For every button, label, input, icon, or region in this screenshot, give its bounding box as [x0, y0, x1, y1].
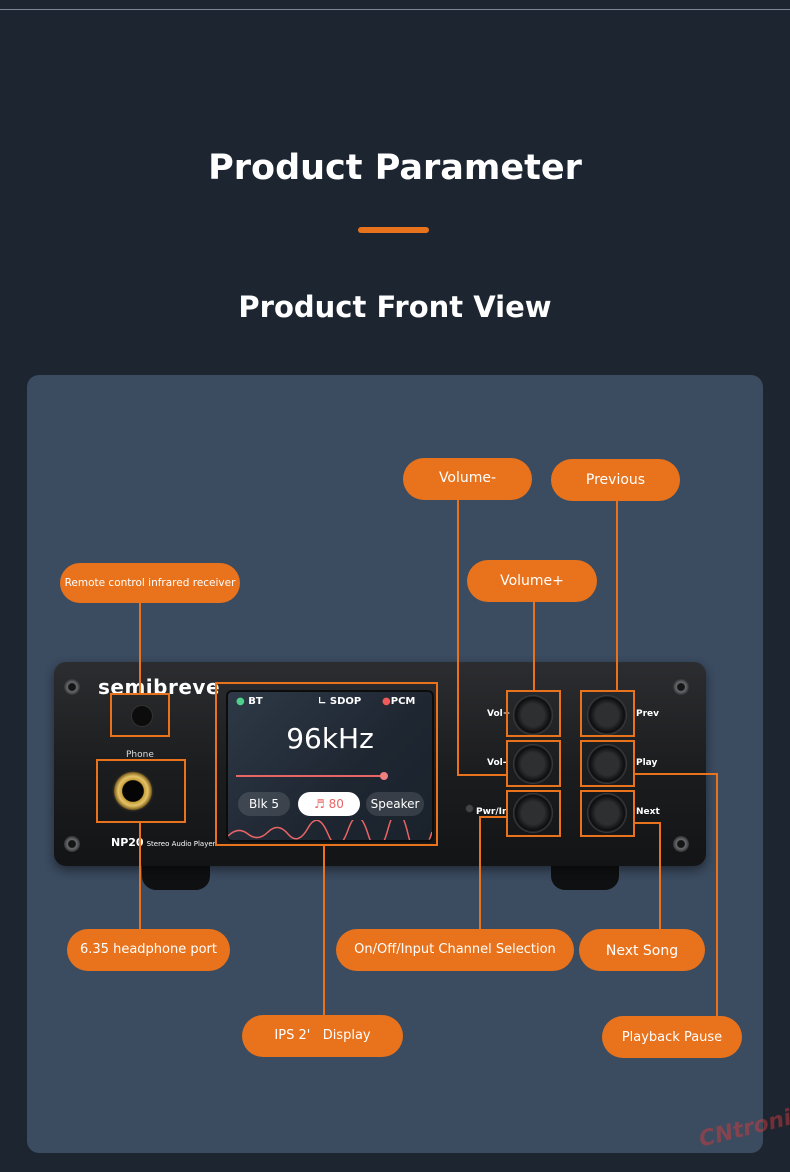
headphone-port-tag: 6.35 headphone port: [67, 929, 230, 971]
screw-icon: [64, 836, 80, 852]
speaker-icon: ♬: [314, 797, 325, 811]
bt-label: BT: [248, 696, 263, 707]
vol-plus-leader-line: [533, 600, 535, 691]
display-leader-line: [323, 845, 325, 1016]
next-highlight: [580, 790, 635, 837]
brand-logo: semibreve: [98, 675, 221, 699]
ir-leader-line: [139, 602, 141, 694]
screw-icon: [64, 679, 80, 695]
ir-receiver-tag: Remote control infrared receiver: [60, 563, 240, 603]
device-foot-right: [551, 862, 619, 890]
volume-pill: ♬ 80: [298, 792, 360, 816]
phone-label: Phone: [126, 750, 154, 760]
headphone-leader-line: [139, 822, 141, 930]
top-divider: [0, 9, 790, 10]
power-led: [465, 804, 474, 813]
prev-highlight: [580, 690, 635, 737]
vol-plus-button[interactable]: [513, 695, 553, 735]
next-leader-line: [659, 822, 661, 930]
pcm-icon: ●: [382, 696, 391, 707]
vol-plus-label: Vol+: [487, 709, 511, 719]
eq-icon: ∟: [318, 696, 327, 707]
device-foot-left: [142, 862, 210, 890]
progress-knob[interactable]: [380, 772, 388, 780]
power-button[interactable]: [513, 793, 553, 833]
prev-button[interactable]: [587, 695, 627, 735]
volume-minus-tag: Volume-: [403, 458, 532, 500]
vol-minus-button[interactable]: [513, 744, 553, 784]
power-leader-line: [479, 816, 481, 930]
display-tag: IPS 2' Display: [242, 1015, 403, 1057]
power-input-tag: On/Off/Input Channel Selection: [336, 929, 574, 971]
vol-plus-highlight: [506, 690, 561, 737]
play-highlight: [580, 740, 635, 787]
output-pill: Speaker: [366, 792, 424, 816]
section-title: Product Front View: [238, 290, 552, 324]
model-subtitle: Stereo Audio Player: [146, 840, 216, 848]
playback-leader-line: [716, 773, 718, 1017]
previous-leader-line: [616, 499, 618, 691]
pcm-status: ●PCM: [382, 696, 415, 707]
next-button[interactable]: [587, 793, 627, 833]
playback-leader-line-h: [634, 773, 718, 775]
ips-display: ● BT ∟ SDOP ●PCM 96kHz Blk 5 ♬ 80 Speake…: [226, 690, 434, 842]
vol-minus-leader-line-h: [457, 774, 507, 776]
ir-highlight: [110, 693, 170, 737]
filter-pill: Blk 5: [238, 792, 290, 816]
vol-minus-highlight: [506, 740, 561, 787]
bt-status: ● BT: [236, 696, 263, 707]
power-label: Pwr/In: [476, 807, 509, 817]
waveform-graphic: [228, 820, 432, 840]
volume-value: 80: [328, 797, 344, 811]
power-highlight: [506, 790, 561, 837]
next-label: Next: [636, 807, 660, 817]
pcm-label: PCM: [390, 696, 416, 707]
progress-bar: [236, 775, 384, 777]
next-song-tag: Next Song: [579, 929, 705, 971]
headphone-highlight: [96, 759, 186, 823]
ir-receiver: [131, 705, 153, 727]
previous-tag: Previous: [551, 459, 680, 501]
volume-plus-tag: Volume+: [467, 560, 597, 602]
page-title: Product Parameter: [208, 148, 582, 188]
display-highlight: [215, 682, 438, 846]
playback-pause-tag: Playback Pause: [602, 1016, 742, 1058]
power-leader-line-h: [479, 816, 507, 818]
play-button[interactable]: [587, 744, 627, 784]
play-label: Play: [636, 758, 658, 768]
next-leader-line-h: [634, 822, 661, 824]
screw-icon: [673, 679, 689, 695]
prev-label: Prev: [636, 709, 660, 719]
sample-rate: 96kHz: [286, 722, 374, 755]
vol-minus-leader-line: [457, 497, 459, 776]
check-icon: ●: [236, 696, 245, 707]
model-name: NP20: [111, 836, 144, 849]
vol-minus-label: Vol-: [487, 758, 507, 768]
sdop-label: SDOP: [329, 696, 362, 707]
title-underline: [358, 227, 429, 233]
screw-icon: [673, 836, 689, 852]
sdop-status: ∟ SDOP: [318, 696, 361, 707]
headphone-jack[interactable]: [112, 770, 154, 812]
